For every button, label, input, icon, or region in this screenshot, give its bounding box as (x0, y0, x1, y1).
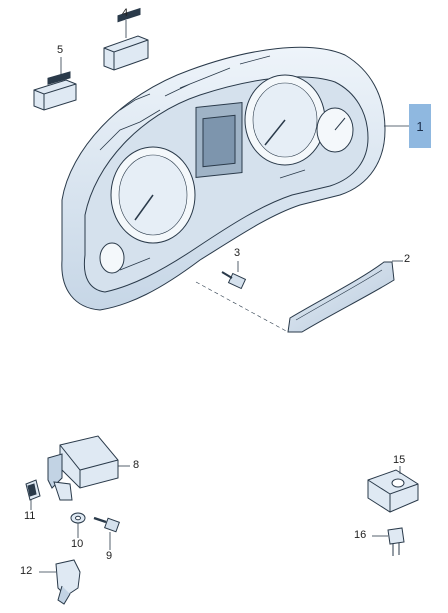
switch-15 (367, 469, 419, 513)
connector-5 (33, 71, 77, 111)
cover-strip (287, 261, 395, 333)
module-8 (47, 435, 119, 501)
callout-16[interactable]: 16 (354, 529, 367, 541)
callout-12[interactable]: 12 (20, 565, 33, 577)
screw-3 (221, 271, 247, 290)
callout-11[interactable]: 11 (24, 510, 36, 522)
connector-12 (55, 559, 81, 605)
callout-8[interactable]: 8 (133, 459, 140, 471)
bulb-holder-16 (387, 527, 405, 556)
callout-1[interactable]: 1 (409, 104, 431, 148)
callout-1-label: 1 (416, 118, 424, 134)
callout-4[interactable]: 4 (122, 7, 129, 19)
callout-9[interactable]: 9 (106, 550, 113, 562)
connector-4 (103, 7, 149, 71)
callout-15[interactable]: 15 (393, 454, 406, 466)
callout-2[interactable]: 2 (404, 253, 411, 265)
washer-10 (70, 512, 86, 524)
callout-5[interactable]: 5 (57, 44, 64, 56)
callout-3[interactable]: 3 (234, 247, 241, 259)
screw-9 (93, 516, 120, 533)
guide-line-bracket (195, 281, 289, 333)
callout-10[interactable]: 10 (71, 538, 84, 550)
instrument-cluster (61, 46, 386, 311)
clip-11 (25, 479, 41, 501)
